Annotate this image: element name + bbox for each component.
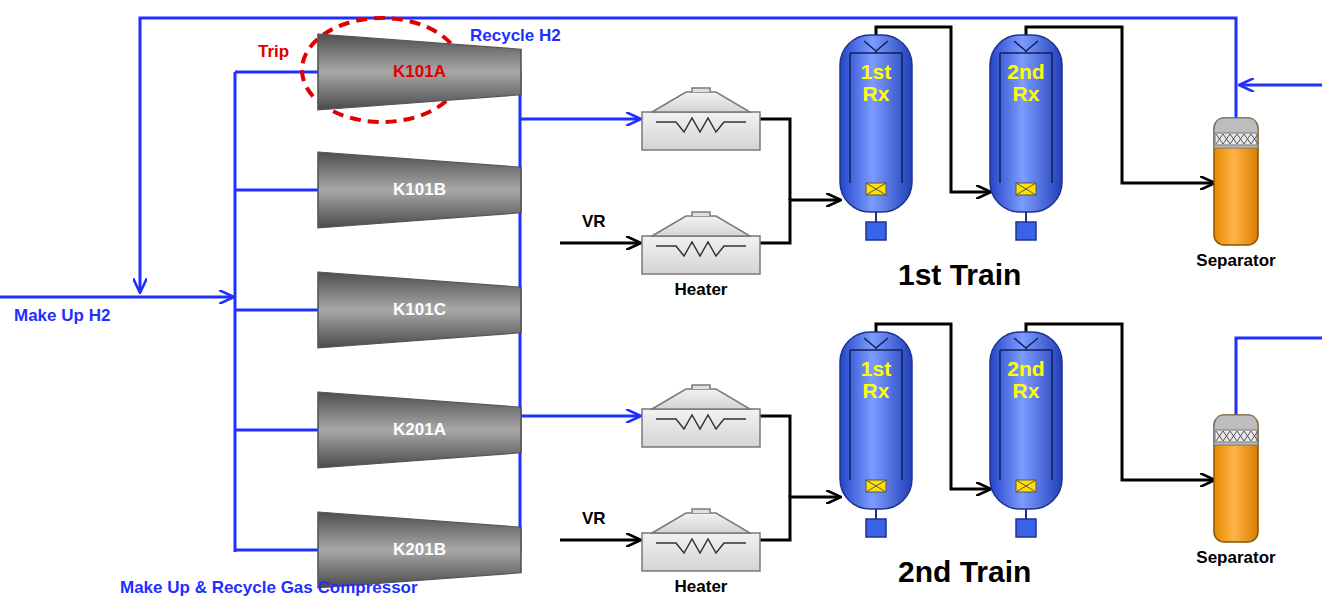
group-label: Make Up & Recycle Gas Compressor bbox=[120, 578, 418, 598]
reactor-vessel bbox=[840, 35, 912, 212]
distributor bbox=[866, 183, 886, 195]
train-title: 2nd Train bbox=[898, 555, 1031, 589]
reactor-label: 1st Rx bbox=[851, 61, 901, 105]
heater-symbol bbox=[642, 509, 760, 571]
distributor bbox=[866, 480, 886, 492]
reactor-internals bbox=[850, 338, 902, 480]
demister-pad bbox=[1215, 133, 1257, 145]
distributor bbox=[866, 480, 886, 492]
equipment-label: Separator bbox=[1196, 548, 1275, 568]
reactor-vessel bbox=[990, 332, 1062, 509]
separator-vessel bbox=[1214, 118, 1258, 245]
equipment-tag: K101A bbox=[318, 34, 521, 110]
stream-label: VR bbox=[582, 509, 606, 529]
compressor-body bbox=[318, 34, 521, 110]
distributor bbox=[1016, 183, 1036, 195]
demister-pad bbox=[1216, 431, 1258, 441]
compressor-body bbox=[318, 512, 521, 588]
separator-head bbox=[1214, 118, 1258, 148]
equipment-tag: K101C bbox=[318, 272, 521, 348]
heater-symbol bbox=[642, 212, 760, 274]
compressor-body bbox=[318, 152, 521, 228]
reactor-label: 2nd Rx bbox=[1001, 358, 1051, 402]
equipment-tag: K201B bbox=[318, 512, 521, 588]
reactor-vessel bbox=[840, 332, 912, 509]
distributor bbox=[1016, 480, 1036, 492]
reactor: 2nd Rx bbox=[990, 35, 1062, 212]
sep-shape bbox=[1214, 415, 1258, 542]
train-title: 1st Train bbox=[898, 258, 1021, 292]
stream-label: VR bbox=[582, 212, 606, 232]
separator-vessel bbox=[1214, 415, 1258, 542]
compressor: K101B bbox=[318, 152, 521, 228]
compressor: K101C bbox=[318, 272, 521, 348]
separator: Separator bbox=[1214, 415, 1258, 542]
reactor-vessel bbox=[990, 35, 1062, 212]
equipment-label: Heater bbox=[675, 280, 728, 300]
reactor-internals bbox=[1000, 41, 1052, 183]
compressor: K201A bbox=[318, 392, 521, 468]
distributor bbox=[1016, 480, 1036, 492]
compressor: K201B bbox=[318, 512, 521, 588]
sep-shape bbox=[1214, 118, 1258, 245]
distributor bbox=[1016, 183, 1036, 195]
recycle-line bbox=[0, 18, 1322, 552]
demister-pad bbox=[1216, 134, 1258, 144]
reactor-internals bbox=[850, 41, 902, 183]
separator-head bbox=[1214, 415, 1258, 445]
compressor-body bbox=[318, 272, 521, 348]
distributor bbox=[866, 183, 886, 195]
compressor-body bbox=[318, 392, 521, 468]
compressor: K101A bbox=[318, 34, 521, 110]
reactor: 1st Rx bbox=[840, 35, 912, 212]
heater-symbol bbox=[642, 385, 760, 447]
heater: Heater bbox=[642, 212, 760, 274]
reactor-internals bbox=[1000, 338, 1052, 480]
reactor-label: 1st Rx bbox=[851, 358, 901, 402]
equipment-label: Heater bbox=[675, 577, 728, 597]
heater-shape bbox=[642, 509, 760, 571]
reactor-label: 2nd Rx bbox=[1001, 61, 1051, 105]
heater-symbol bbox=[642, 88, 760, 150]
process-line bbox=[760, 497, 840, 540]
stream-label: Make Up H2 bbox=[14, 306, 110, 326]
equipment-tag: K201A bbox=[318, 392, 521, 468]
separator: Separator bbox=[1214, 118, 1258, 245]
equipment-tag: K101B bbox=[318, 152, 521, 228]
reactor: 1st Rx bbox=[840, 332, 912, 509]
demister-pad bbox=[1215, 430, 1257, 442]
heater-shape bbox=[642, 212, 760, 274]
process-line bbox=[760, 200, 840, 243]
reactor: 2nd Rx bbox=[990, 332, 1062, 509]
feed-line bbox=[560, 119, 790, 540]
stream-label: Recycle H2 bbox=[470, 26, 561, 46]
trip-label: Trip bbox=[258, 42, 289, 62]
equipment-label: Separator bbox=[1196, 251, 1275, 271]
heater: Heater bbox=[642, 509, 760, 571]
